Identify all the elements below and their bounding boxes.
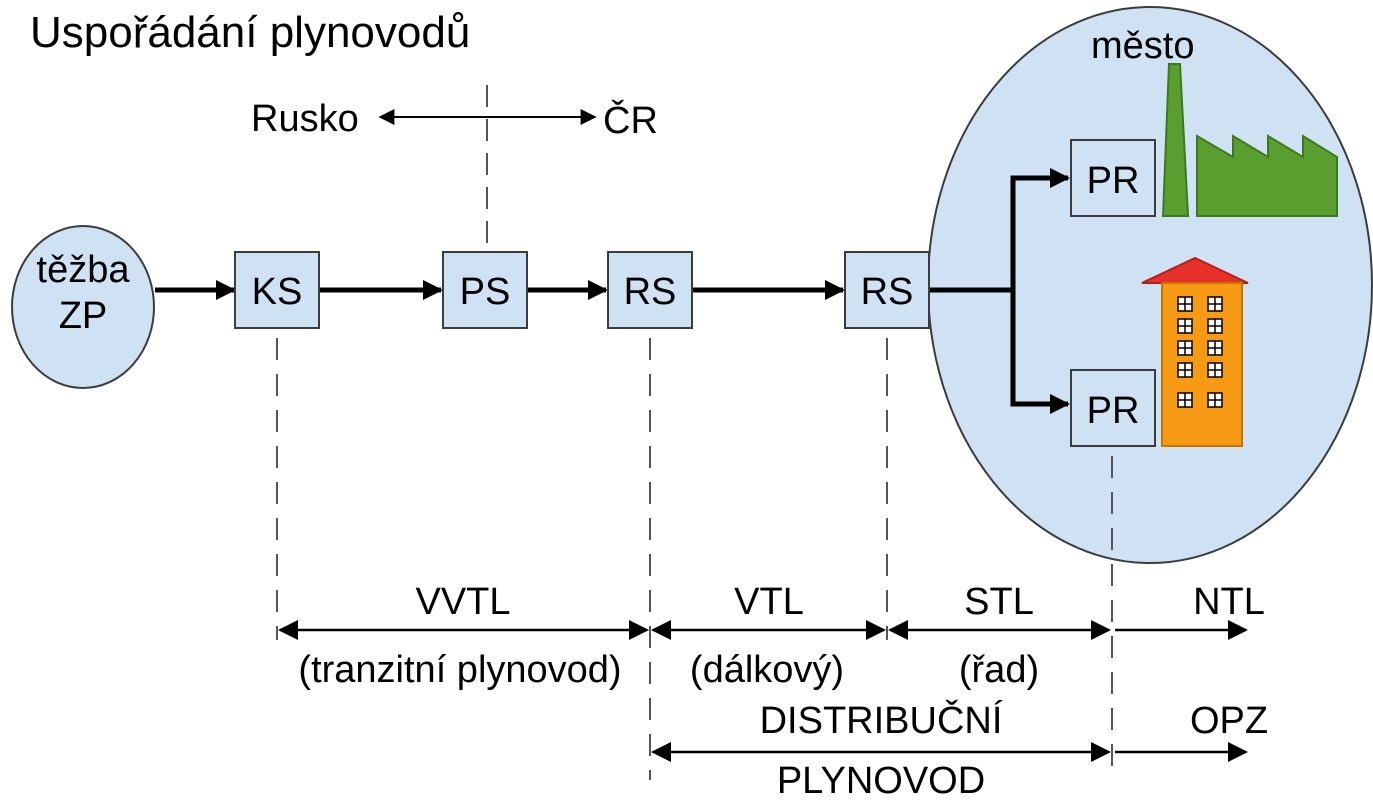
distribution-label-line2: PLYNOVOD (777, 760, 985, 802)
opz-label: OPZ (1190, 700, 1268, 742)
station-ks-label: KS (252, 271, 303, 313)
station-ps-label: PS (460, 271, 511, 313)
city-label: město (1091, 25, 1194, 67)
factory-icon (1161, 63, 1338, 217)
regulator-upper-label: PR (1087, 160, 1140, 202)
station-rs-1: RS (607, 251, 693, 329)
station-rs-2: RS (844, 251, 930, 329)
station-rs-1-label: RS (624, 271, 677, 313)
pipe-branch-upper (1010, 168, 1070, 290)
border-label-russia: Rusko (251, 98, 359, 140)
regulator-lower: PR (1070, 369, 1156, 447)
regulator-upper: PR (1070, 139, 1156, 217)
station-ps: PS (442, 251, 528, 329)
pipe-branch-lower (1010, 290, 1070, 414)
range-stl-label: STL (964, 581, 1034, 623)
range-ntl-label: NTL (1193, 581, 1265, 623)
border-label-cr: ČR (603, 98, 658, 142)
range-stl-sublabel: (řad) (959, 649, 1039, 691)
source-label-line1: těžba (37, 249, 131, 291)
source-ellipse (11, 225, 155, 389)
range-vvtl-label: VVTL (415, 581, 510, 623)
station-ks: KS (234, 251, 320, 329)
apartment-building-icon (1141, 256, 1249, 447)
range-vvtl-sublabel: (tranzitní plynovod) (298, 649, 621, 691)
source-label-line2: ZP (59, 295, 108, 337)
range-vtl-label: VTL (734, 581, 804, 623)
station-rs-2-label: RS (861, 271, 914, 313)
distribution-label-line1: DISTRIBUČNÍ (760, 698, 1003, 742)
page-title: Uspořádání plynovodů (30, 8, 470, 57)
regulator-lower-label: PR (1087, 390, 1140, 432)
range-vtl-sublabel: (dálkový) (690, 649, 844, 691)
city-area (927, 6, 1373, 564)
